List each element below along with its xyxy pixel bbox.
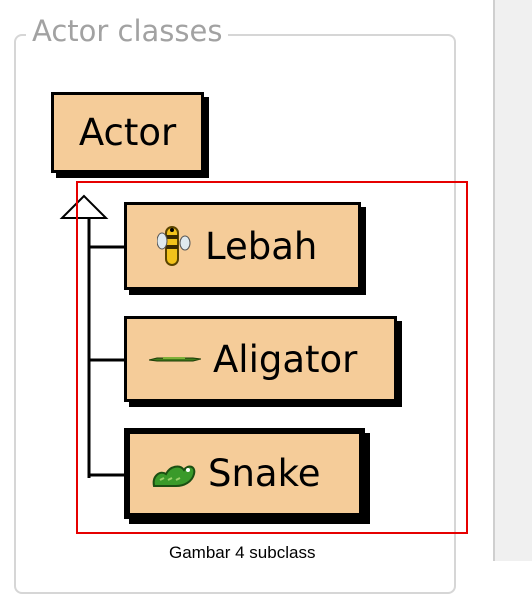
class-snake-label: Snake: [208, 452, 321, 495]
panel-title: Actor classes: [26, 12, 229, 50]
snake-icon: [150, 456, 196, 492]
class-actor-label: Actor: [78, 111, 177, 154]
class-snake[interactable]: Snake: [124, 428, 365, 519]
world-scroll-area[interactable]: [493, 0, 532, 561]
alligator-icon: [149, 349, 201, 369]
bee-icon: [157, 223, 193, 269]
highlight-rectangle: [76, 181, 468, 534]
class-actor[interactable]: Actor: [51, 92, 204, 173]
inheritance-arrow-icon: [59, 194, 109, 219]
class-lebah-label: Lebah: [205, 224, 318, 268]
class-aligator[interactable]: Aligator: [124, 316, 397, 402]
figure-caption: Gambar 4 subclass: [169, 543, 316, 562]
inheritance-tree: [59, 194, 126, 478]
class-lebah[interactable]: Lebah: [124, 202, 361, 290]
class-aligator-label: Aligator: [213, 337, 358, 381]
